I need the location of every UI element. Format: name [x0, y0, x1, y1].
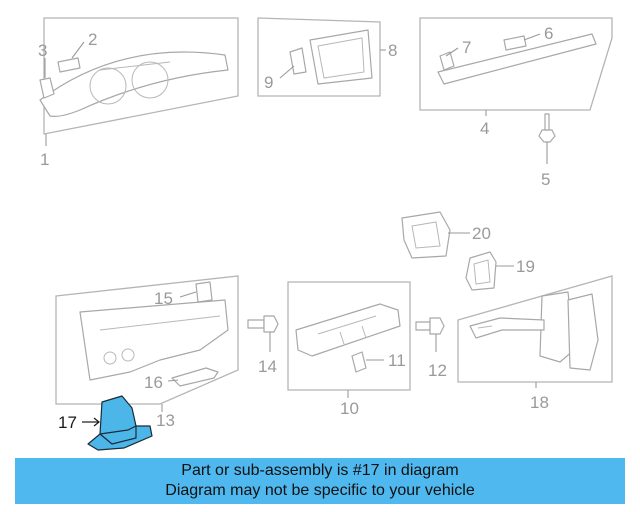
part-11-clip: [351, 351, 367, 373]
group-18-support: 18: [457, 275, 613, 412]
callout-1: 1: [40, 150, 49, 169]
callout-3: 3: [38, 41, 47, 60]
part-15-clip: [195, 281, 213, 303]
callout-5: 5: [541, 170, 550, 189]
callout-19: 19: [516, 257, 535, 276]
lower-panel: [79, 299, 229, 381]
group-4-trim-strip: 7 6 4: [419, 17, 613, 138]
callout-10: 10: [340, 399, 359, 418]
part-16-duct: [171, 367, 219, 387]
group-13-lower-panel: 15 16 13: [55, 275, 239, 430]
callout-18: 18: [530, 393, 549, 412]
callout-13: 13: [156, 411, 175, 430]
cluster-bezel: [39, 51, 229, 117]
part-17-highlighted[interactable]: 17: [58, 395, 153, 451]
part-2-clip: [57, 57, 81, 73]
callout-9: 9: [264, 73, 273, 92]
callout-14: 14: [258, 357, 277, 376]
group-10-frame: [287, 281, 411, 391]
part-19-cover: 19: [465, 251, 535, 291]
part-17-flange: [99, 425, 137, 445]
part-20-bracket: 20: [401, 211, 491, 259]
support-arm: [469, 317, 545, 339]
display-screen: [309, 29, 373, 85]
group-8-display: 8 9: [257, 17, 397, 97]
parts-diagram: 2 3 1 8 9 7 6 4 5 20: [38, 17, 613, 451]
callout-12: 12: [428, 361, 447, 380]
banner-line-2: Diagram may not be specific to your vehi…: [165, 482, 475, 499]
part-9-bracket: [289, 47, 307, 75]
mount-bracket: [295, 303, 401, 357]
callout-8: 8: [388, 41, 397, 60]
banner-line-1: Part or sub-assembly is #17 in diagram: [181, 462, 459, 479]
group-1-cluster-bezel: 2 3 1: [38, 17, 239, 169]
callout-15: 15: [154, 289, 173, 308]
support-plate: [567, 293, 599, 371]
callout-16: 16: [144, 373, 163, 392]
part-3-clip: [39, 77, 55, 99]
part-7-clip: [439, 51, 455, 71]
support-bracket: [539, 291, 575, 363]
callout-4: 4: [480, 119, 489, 138]
callout-7: 7: [462, 38, 471, 57]
callout-11: 11: [388, 351, 406, 370]
callout-6: 6: [544, 24, 553, 43]
part-12-bolt: 12: [415, 317, 447, 380]
group-10-bracket: 11 10: [287, 281, 411, 418]
part-6-clip: [503, 35, 527, 51]
part-5-screw: 5: [538, 113, 556, 189]
callout-17: 17: [58, 413, 77, 432]
trim-strip: [437, 33, 597, 85]
callout-2: 2: [88, 30, 97, 49]
group-18-frame: [457, 275, 613, 383]
group-4-frame: [419, 17, 613, 111]
group-13-frame: [55, 275, 239, 405]
info-banner: Part or sub-assembly is #17 in diagram D…: [15, 458, 625, 504]
group-8-frame: [257, 17, 381, 97]
callout-20: 20: [472, 224, 491, 243]
part-14-bolt: 14: [247, 315, 279, 376]
